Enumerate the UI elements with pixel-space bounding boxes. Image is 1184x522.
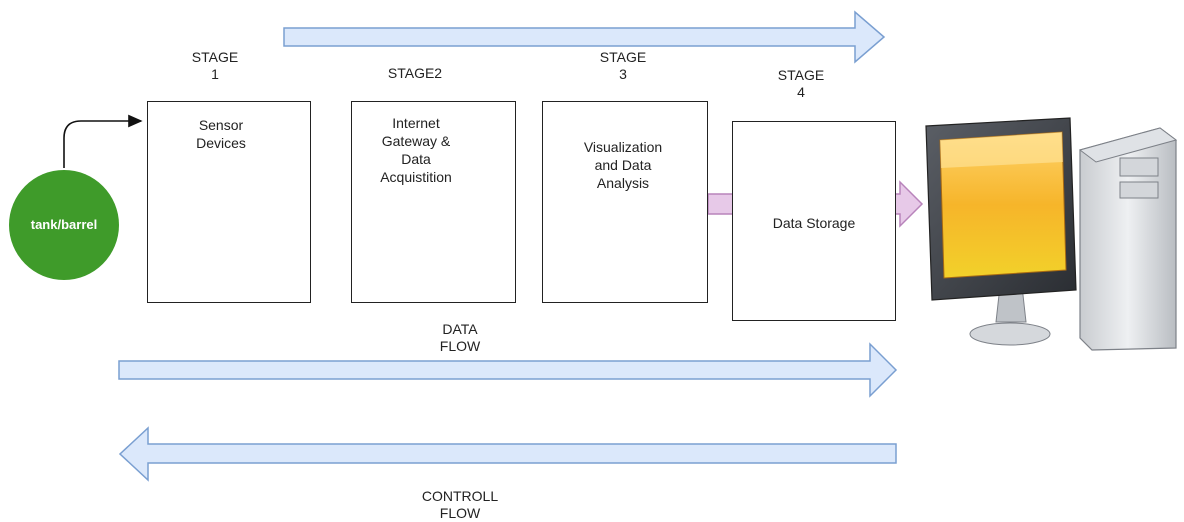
tank-barrel-node <box>9 170 119 280</box>
stage-2-text: Internet Gateway & Data Acquistition <box>380 115 452 185</box>
stage-1-text: Sensor Devices <box>196 117 246 151</box>
data-flow-label: DATA FLOW <box>439 321 481 354</box>
stage-2-heading: STAGE2 <box>387 65 443 81</box>
tank-barrel-label: tank/barrel <box>30 217 98 232</box>
control-flow-label: CONTROLL FLOW <box>421 488 499 521</box>
stage-1-box: Sensor Devices <box>147 101 311 303</box>
stage-3-heading: STAGE 3 <box>599 49 647 82</box>
data-flow-arrow <box>118 342 898 398</box>
stage-4-text: Data Storage <box>772 215 856 231</box>
stage-4-box: Data Storage <box>732 121 896 321</box>
stage-2-box: Internet Gateway & Data Acquistition <box>351 101 516 303</box>
source-connector-arrow <box>63 114 143 168</box>
desktop-computer-icon <box>925 117 1178 351</box>
control-flow-arrow <box>118 426 897 482</box>
stage-4-heading: STAGE 4 <box>777 67 825 100</box>
top-flow-arrow <box>283 10 886 64</box>
stage-3-box: Visualization and Data Analysis <box>542 101 708 303</box>
stage-3-text: Visualization and Data Analysis <box>583 139 663 191</box>
stage-1-heading: STAGE 1 <box>191 49 239 82</box>
